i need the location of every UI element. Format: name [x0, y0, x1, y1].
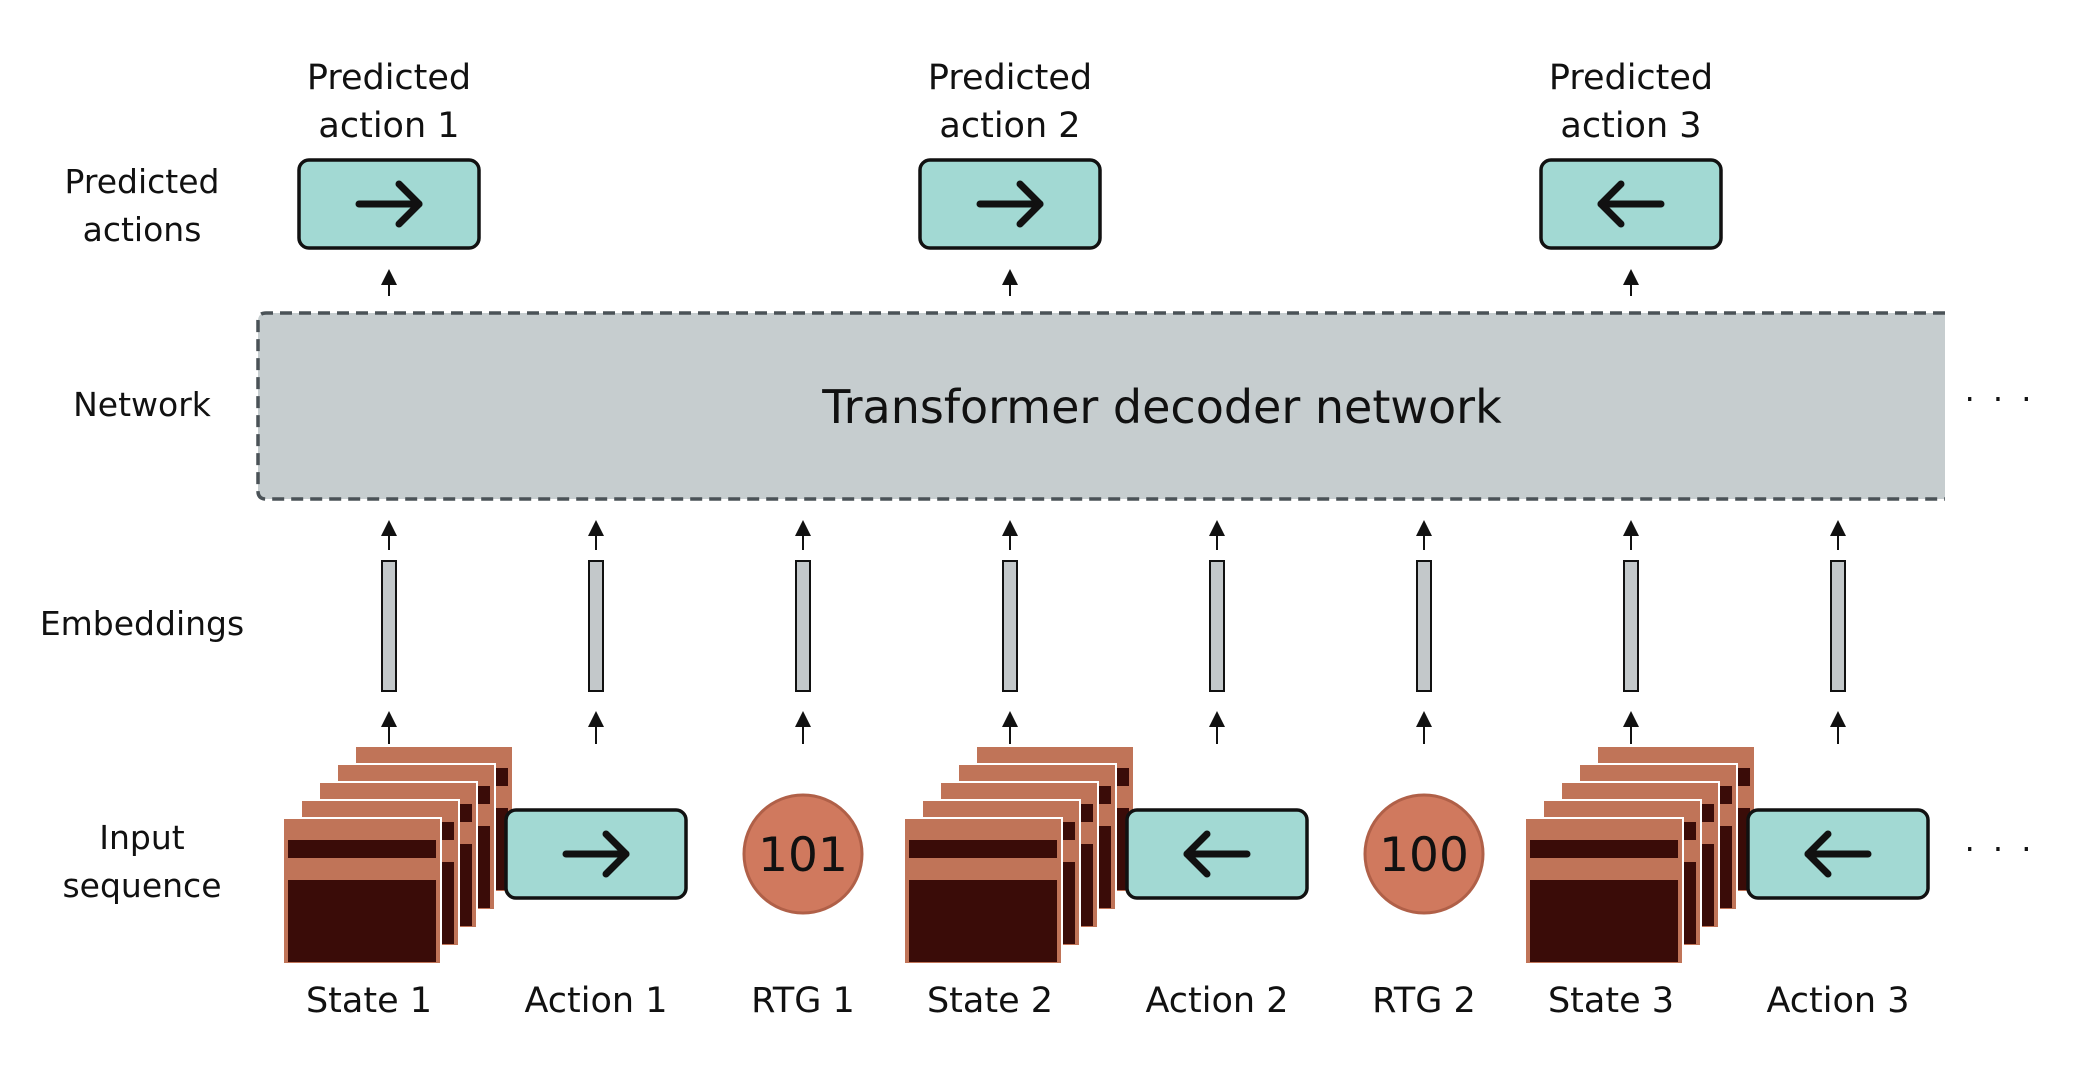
frame-floor [1530, 880, 1678, 962]
embedding-vector [1830, 560, 1846, 692]
predicted-action-box-3 [1539, 158, 1723, 250]
input-token-label: Action 1 [524, 981, 667, 1021]
input-token-label: State 3 [1548, 981, 1674, 1021]
input-token-label: State 1 [306, 981, 432, 1021]
row-label-embeddings: Embeddings [40, 604, 244, 643]
predicted-action-box-1 [297, 158, 481, 250]
row-label-predicted-actions-line2: actions [83, 210, 202, 249]
row-label-input-sequence-line1: Input [99, 818, 185, 857]
row-label-predicted-actions-line1: Predicted [65, 162, 220, 201]
embedding-vector [1623, 560, 1639, 692]
state-frame-stack [903, 745, 1135, 965]
embedding-4 [1002, 520, 1018, 744]
state-frame [1524, 817, 1684, 965]
embedding-vector [1002, 560, 1018, 692]
embedding-7 [1623, 520, 1639, 744]
input-token-label: RTG 1 [751, 981, 855, 1021]
embedding-vector [795, 560, 811, 692]
frame-floor [909, 880, 1057, 962]
embedding-8 [1830, 520, 1846, 744]
embedding-3 [795, 520, 811, 744]
predicted-action-label-line2: action 2 [939, 106, 1080, 146]
input-token-8: Action 3 [1746, 808, 1930, 1021]
transformer-network: Transformer decoder network [256, 311, 1945, 501]
row-label-network: Network [73, 385, 212, 424]
embedding-vector [588, 560, 604, 692]
network-ellipsis: · · · [1965, 380, 2036, 418]
input-action-box [1746, 808, 1930, 900]
embedding-vector [1209, 560, 1225, 692]
predicted-action-label-line2: action 3 [1560, 106, 1701, 146]
embedding-vector [381, 560, 397, 692]
predicted-action-label-line1: Predicted [307, 58, 471, 98]
arrow-head [1016, 180, 1044, 228]
frame-top-band [909, 840, 1057, 858]
input-token-1: State 1 [282, 745, 514, 1021]
input-token-7: State 3 [1524, 745, 1756, 1021]
arrow-left-icon [1183, 830, 1251, 878]
state-frame-stack [282, 745, 514, 965]
predicted-action-2: Predicted action 2 [918, 58, 1102, 296]
arrow-head [1804, 830, 1832, 878]
embedding-5 [1209, 520, 1225, 744]
input-token-label: Action 2 [1145, 981, 1288, 1021]
arrow-head [602, 830, 630, 878]
arrow-left-icon [1597, 180, 1665, 228]
rtg-value: 100 [1379, 828, 1469, 883]
rtg-circle [1363, 793, 1485, 915]
predicted-action-label-line1: Predicted [1549, 58, 1713, 98]
predicted-action-label-line1: Predicted [928, 58, 1092, 98]
embedding-1 [381, 520, 397, 744]
input-action-box [1125, 808, 1309, 900]
input-token-5: Action 2 [1125, 808, 1309, 1021]
predicted-action-3: Predicted action 3 [1539, 58, 1723, 296]
embedding-6 [1416, 520, 1432, 744]
row-label-input-sequence-line2: sequence [62, 866, 221, 905]
input-token-label: Action 3 [1766, 981, 1909, 1021]
embedding-vector [1416, 560, 1432, 692]
input-token-label: State 2 [927, 981, 1053, 1021]
input-token-2: Action 1 [504, 808, 688, 1021]
row-labels: Predicted actions Network Embeddings Inp… [40, 162, 244, 905]
arrow-right-icon [976, 180, 1044, 228]
network-title: Transformer decoder network [821, 380, 1502, 434]
arrow-head [1183, 830, 1211, 878]
state-frame-stack [1524, 745, 1756, 965]
input-token-label: RTG 2 [1372, 981, 1476, 1021]
frame-floor [288, 880, 436, 962]
frame-top-band [288, 840, 436, 858]
input-token-4: State 2 [903, 745, 1135, 1021]
input-ellipsis: · · · [1965, 830, 2036, 868]
arrow-right-icon [562, 830, 630, 878]
predicted-action-box-2 [918, 158, 1102, 250]
arrow-left-icon [1804, 830, 1872, 878]
state-frame [282, 817, 442, 965]
predicted-action-label-line2: action 1 [318, 106, 459, 146]
embeddings-row [381, 520, 1846, 744]
state-frame [903, 817, 1063, 965]
input-action-box [504, 808, 688, 900]
arrow-head [395, 180, 423, 228]
network-box [256, 311, 1945, 501]
predicted-action-1: Predicted action 1 [297, 58, 481, 296]
embedding-2 [588, 520, 604, 744]
arrow-right-icon [355, 180, 423, 228]
frame-top-band [1530, 840, 1678, 858]
rtg-circle [742, 793, 864, 915]
arrow-head [1597, 180, 1625, 228]
rtg-value: 101 [758, 828, 848, 883]
